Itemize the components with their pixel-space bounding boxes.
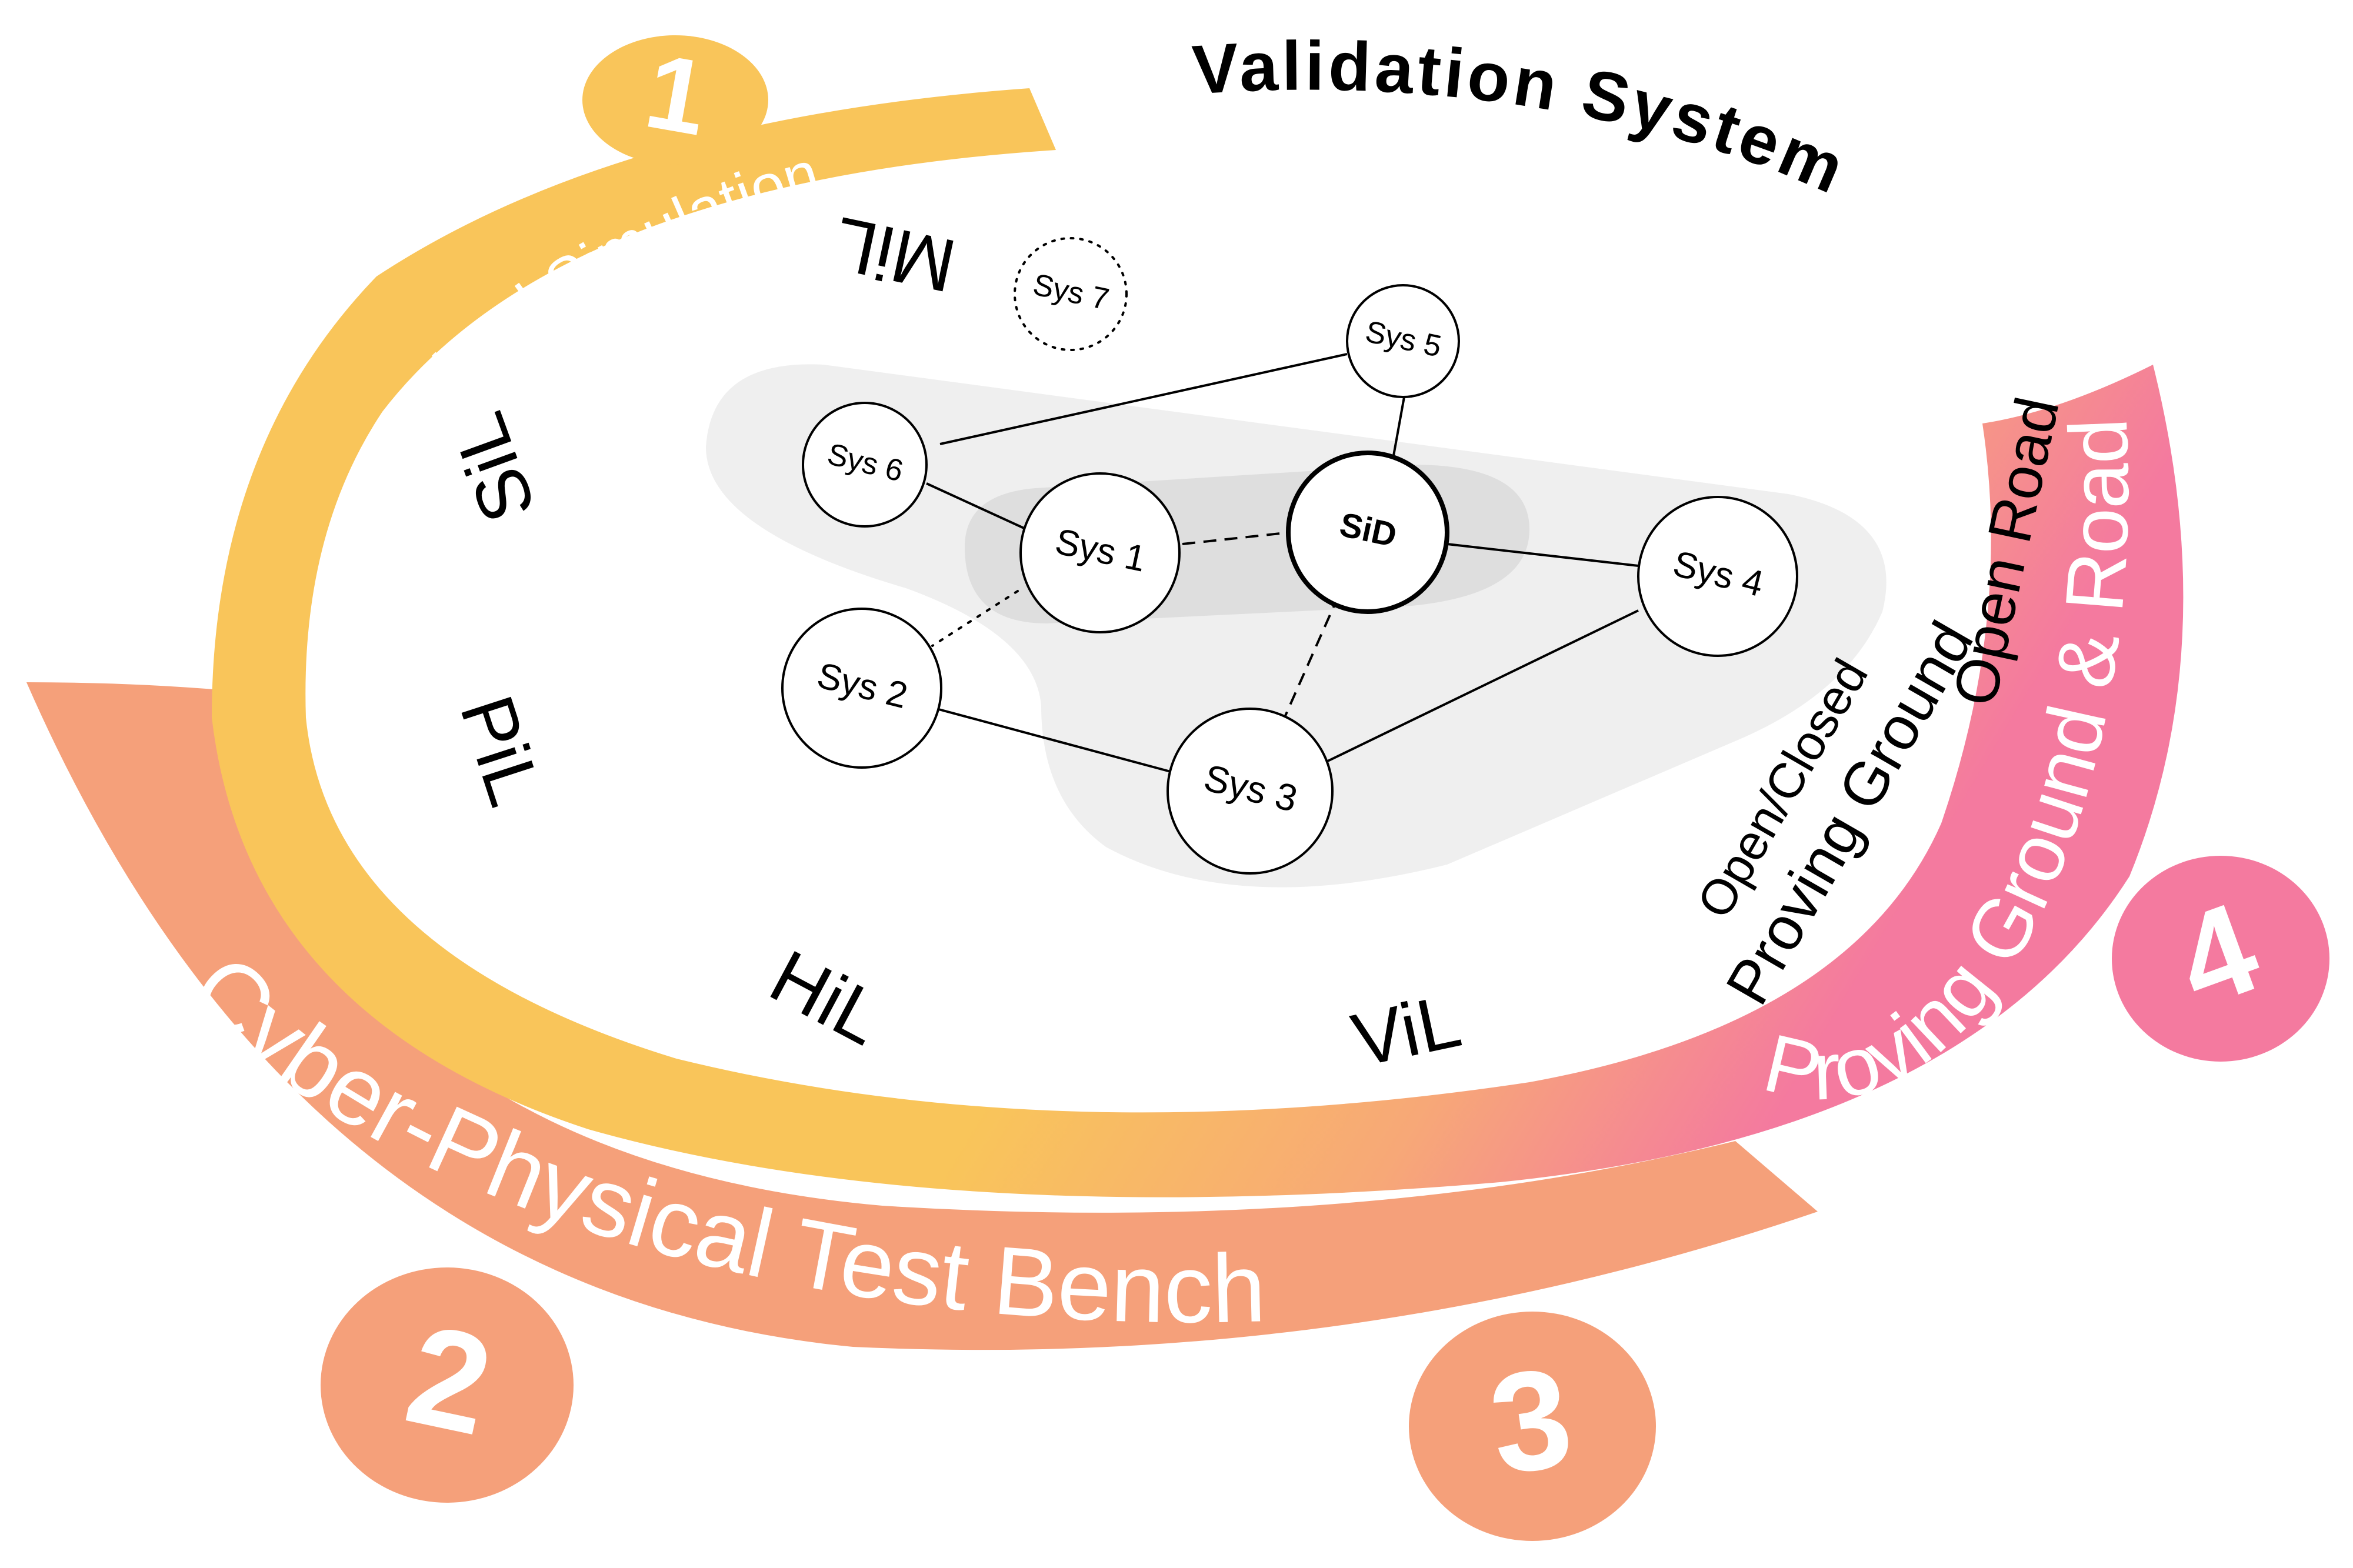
edge-sys1-sid [1182,531,1292,545]
edge-sys6-sys5 [939,353,1348,445]
diagram-title: Validation System [1190,28,1858,210]
node-sys2: Sys 2 [781,608,942,769]
badge-4: 4 [2112,856,2329,1062]
badge-3: 3 [1409,1312,1656,1541]
node-sys1: Sys 1 [1019,472,1181,633]
stage-pil: PiL [444,686,558,815]
stage-sil: SiL [435,402,552,533]
edge-sys2-sys3 [936,708,1171,773]
node-sys6: Sys 6 [802,402,928,528]
stage-mil: MiL [826,201,962,308]
edge-sys6-sys1 [926,482,1027,531]
bench-band [26,682,1818,1350]
node-sys4: Sys 4 [1637,496,1798,657]
node-sys5: Sys 5 [1346,284,1460,398]
node-sys7: Sys 7 [1014,237,1128,351]
stage-hil: HiL [757,934,896,1061]
edge-sys4-sys3 [1326,609,1639,763]
node-sys3: Sys 3 [1166,708,1334,875]
node-sid: SiD [1286,451,1449,614]
badge-1: 1 [582,32,768,165]
badge-2: 2 [321,1267,574,1503]
cluster-light [706,364,1887,888]
stage-vil: ViL [1345,979,1468,1083]
edge-sid-sys4 [1447,543,1639,567]
